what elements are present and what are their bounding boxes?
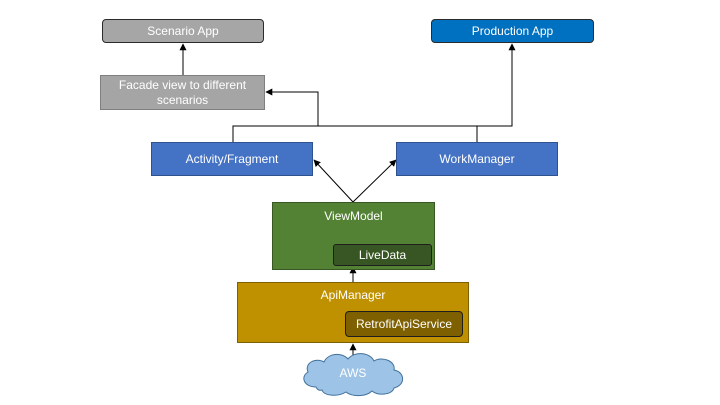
- retrofit-api-service-label: RetrofitApiService: [355, 316, 453, 331]
- production-app-label: Production App: [471, 23, 554, 38]
- activity-fragment-label: Activity/Fragment: [185, 151, 279, 166]
- apimanager-label: ApiManager: [320, 288, 386, 302]
- facade-node: Facade view to different scenarios: [100, 75, 265, 110]
- edge-viewmodel-activity: [313, 159, 354, 203]
- aws-label: AWS: [339, 365, 367, 380]
- edge-bus-production: [318, 43, 516, 127]
- scenario-app-node: Scenario App: [102, 19, 264, 43]
- facade-label: Facade view to different scenarios: [118, 77, 247, 107]
- retrofit-api-service-node: RetrofitApiService: [345, 311, 463, 337]
- edge-viewmodel-workmanager: [352, 159, 397, 203]
- edge-bus-facade: [265, 88, 319, 126]
- livedata-label: LiveData: [358, 247, 407, 262]
- activity-fragment-node: Activity/Fragment: [151, 142, 313, 176]
- livedata-node: LiveData: [333, 244, 432, 266]
- workmanager-node: WorkManager: [396, 142, 558, 176]
- viewmodel-label: ViewModel: [324, 209, 383, 223]
- aws-node: AWS: [296, 349, 410, 397]
- aws-cloud-icon: [303, 353, 404, 397]
- production-app-node: Production App: [431, 19, 594, 43]
- edge-components-bus: [232, 125, 478, 142]
- scenario-app-label: Scenario App: [147, 23, 219, 38]
- workmanager-label: WorkManager: [439, 151, 515, 166]
